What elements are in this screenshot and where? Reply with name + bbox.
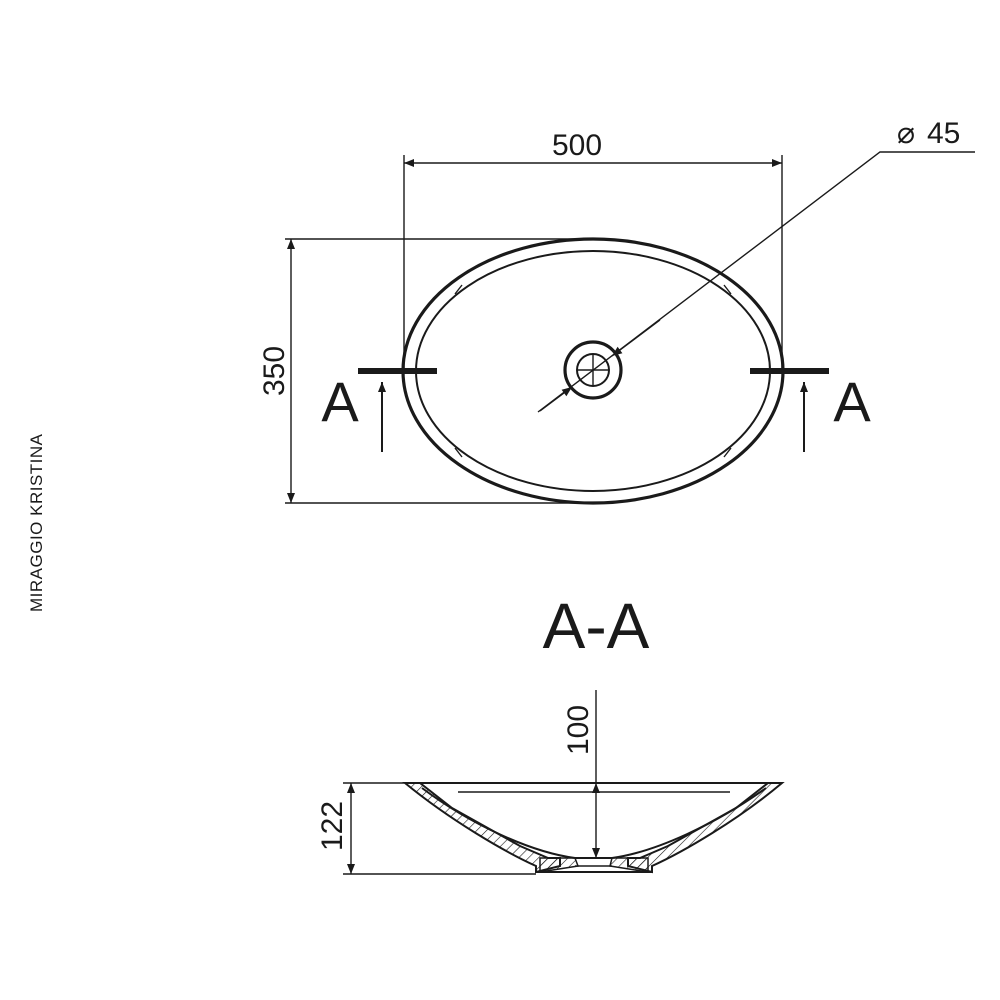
section-title: A-A	[543, 590, 650, 662]
section-mark-right: A	[833, 370, 871, 433]
rim-tick	[723, 447, 732, 458]
inner-depth-label: 100	[562, 705, 595, 755]
drain-leader-arrow-outer	[539, 386, 573, 412]
section-bottom-hatch	[539, 857, 649, 873]
drain-leader-arrow-inner	[611, 319, 661, 357]
drain-diameter-label: 45	[927, 117, 960, 150]
section-wall-right	[627, 782, 785, 874]
rim-tick	[723, 284, 732, 295]
total-height-label: 122	[316, 801, 349, 851]
diameter-symbol: ⌀	[897, 117, 915, 150]
brand-label: MIRAGGIO KRISTINA	[27, 433, 46, 612]
drain-outer	[563, 340, 623, 400]
depth-dimension-label: 350	[258, 346, 291, 396]
section-inner-bowl	[421, 787, 767, 859]
plan-view: 500 350 ⌀ 45 A A	[258, 117, 975, 505]
section-view: A-A 100 122	[316, 590, 785, 875]
rim-tick	[454, 284, 463, 295]
section-wall-left	[402, 782, 561, 874]
width-dimension-label: 500	[552, 129, 602, 162]
rim-tick	[454, 447, 463, 458]
section-mark-left: A	[321, 370, 359, 433]
